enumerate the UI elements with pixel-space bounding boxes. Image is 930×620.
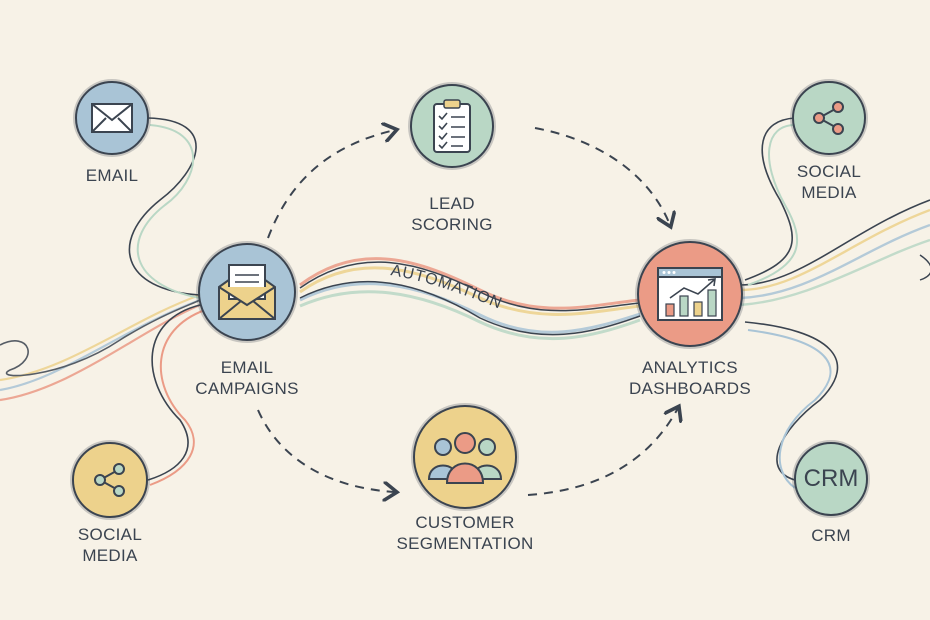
clipboard-checklist-icon [433,99,471,153]
social-media-label-right: SOCIAL MEDIA [797,161,861,203]
crm-node[interactable]: CRM [794,442,868,516]
label-line: ANALYTICS [642,358,738,377]
label-line: SEGMENTATION [396,534,534,553]
customer-segmentation-node[interactable] [413,405,517,509]
people-group-icon [427,432,503,484]
envelope-icon [91,103,133,133]
label-line: SCORING [411,215,493,234]
crm-icon-text: CRM [803,465,859,492]
label-line: CAMPAIGNS [195,379,299,398]
label-line: SOCIAL [77,525,143,544]
label-line: DASHBOARDS [628,379,752,398]
label-line: LEAD [429,194,475,213]
analytics-dashboards-label: ANALYTICS DASHBOARDS [629,357,751,399]
label-line: CUSTOMER [415,513,515,532]
open-envelope-icon [218,264,276,320]
customer-segmentation-label: CUSTOMER SEGMENTATION [396,512,533,554]
crm-label: CRM [811,526,851,545]
social-media-node-right[interactable] [792,81,866,155]
share-icon [94,463,125,497]
email-label: EMAIL [85,166,139,185]
label-line: SOCIAL [796,162,862,181]
email-campaigns-node[interactable] [198,243,296,341]
lead-scoring-label: LEAD SCORING [411,193,492,235]
analytics-dashboards-node[interactable] [637,241,743,347]
share-icon [813,101,844,135]
label-line: EMAIL [220,358,274,377]
email-node[interactable] [75,81,149,155]
analytics-chart-icon [657,267,723,321]
social-media-node-left[interactable] [72,442,148,518]
label-line: MEDIA [82,546,138,565]
lead-scoring-node[interactable] [410,84,494,168]
label-line: MEDIA [801,183,857,202]
email-campaigns-label: EMAIL CAMPAIGNS [195,357,298,399]
social-media-label-left: SOCIAL MEDIA [78,524,142,566]
